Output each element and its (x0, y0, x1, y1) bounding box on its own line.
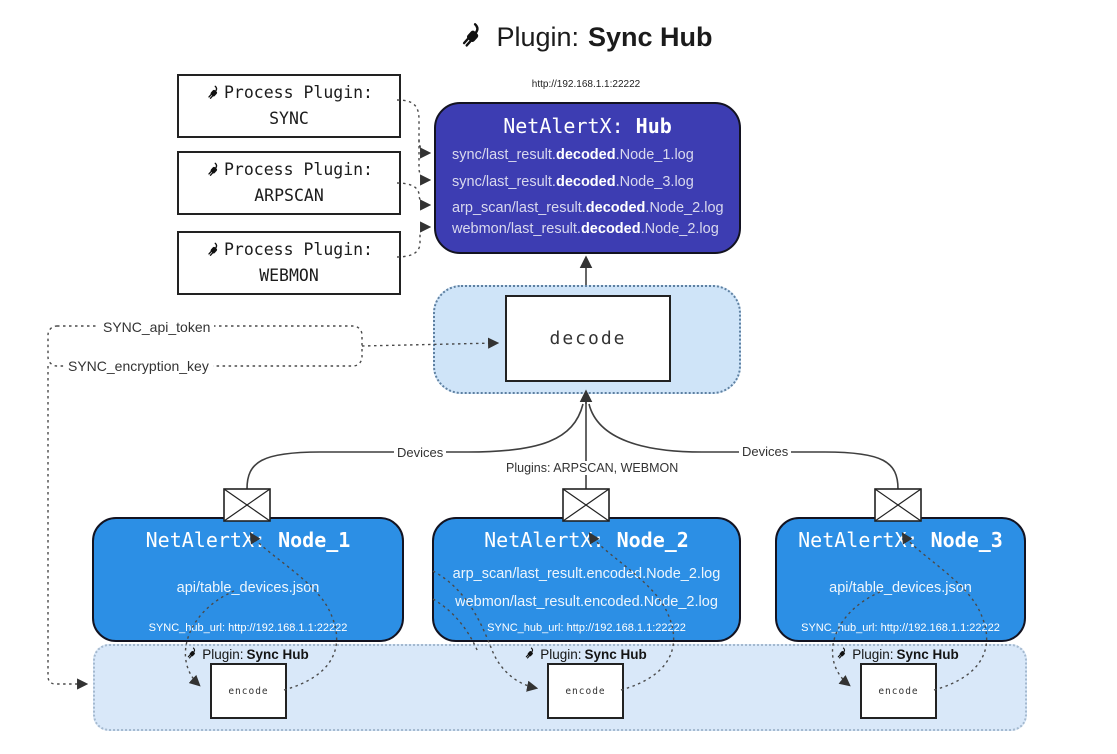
process-plugin-name: WEBMON (259, 266, 319, 285)
node-3-box: NetAlertX: Node_3 api/table_devices.json… (775, 517, 1026, 642)
hub-title-prefix: NetAlertX: (503, 114, 636, 138)
webmon-plugin-wire (396, 221, 432, 258)
hub-url-label: http://192.168.1.1:22222 (531, 79, 641, 90)
sync-api-token-label: SYNC_api_token (99, 319, 215, 335)
hub-title: NetAlertX: Hub (436, 114, 739, 138)
hub-file-line: sync/last_result.decoded.Node_1.log (452, 147, 694, 163)
encode-plugin-label: Plugin: Sync Hub (500, 646, 670, 662)
plug-icon (523, 647, 537, 661)
process-plugin-card-sync: Process Plugin: SYNC (177, 74, 401, 138)
plugins-label: Plugins: ARPSCAN, WEBMON (503, 461, 682, 475)
sync-plugin-wire-1 (396, 99, 432, 159)
node-1-box: NetAlertX: Node_1 api/table_devices.json… (92, 517, 404, 642)
node-hub-url: SYNC_hub_url: http://192.168.1.1:22222 (487, 622, 686, 634)
process-plugin-label: Process Plugin: (223, 83, 373, 103)
encode-box-1: encode (210, 663, 287, 719)
plug-icon (205, 242, 222, 259)
node-title: NetAlertX: Node_2 (484, 528, 689, 552)
process-plugin-name: ARPSCAN (254, 186, 324, 205)
hub-file-line: sync/last_result.decoded.Node_3.log (452, 174, 694, 190)
process-plugin-name: SYNC (269, 109, 309, 128)
node-hub-url: SYNC_hub_url: http://192.168.1.1:22222 (801, 622, 1000, 634)
page-title: Plugin: Sync Hub (330, 16, 840, 58)
process-plugin-card-arpscan: Process Plugin: ARPSCAN (177, 151, 401, 215)
encode-box-2: encode (547, 663, 624, 719)
node-files: api/table_devices.json (100, 561, 396, 614)
process-plugin-label: Process Plugin: (223, 160, 373, 180)
decode-box: decode (505, 295, 671, 382)
process-plugin-card-webmon: Process Plugin: WEBMON (177, 231, 401, 295)
encode-plugin-label: Plugin: Sync Hub (162, 646, 332, 662)
devices-label-left: Devices (394, 445, 447, 460)
hub-title-bold: Hub (635, 114, 672, 138)
plug-icon (835, 647, 849, 661)
devices-label-right: Devices (739, 444, 792, 459)
plug-icon (185, 647, 199, 661)
sync-encryption-key-label: SYNC_encryption_key (64, 358, 213, 374)
node-files: arp_scan/last_result.encoded.Node_2.log … (440, 561, 733, 614)
process-plugin-label: Process Plugin: (223, 240, 373, 260)
node-file-line: webmon/last_result.encoded.Node_2.log (455, 593, 718, 610)
sync-plugin-wire-2 (418, 140, 432, 186)
node-file-line: arp_scan/last_result.encoded.Node_2.log (452, 565, 721, 582)
encode-box-3: encode (860, 663, 937, 719)
node-title: NetAlertX: Node_1 (145, 528, 351, 552)
node-hub-url: SYNC_hub_url: http://192.168.1.1:22222 (148, 622, 348, 634)
encode-plugin-label: Plugin: Sync Hub (812, 646, 982, 662)
plug-icon (205, 85, 222, 102)
node-title: NetAlertX: Node_3 (798, 528, 1003, 552)
hub-box: NetAlertX: Hub sync/last_result.decoded.… (434, 102, 741, 254)
node-file-line: api/table_devices.json (829, 579, 972, 596)
node-file-line: api/table_devices.json (176, 579, 320, 596)
node-2-box: NetAlertX: Node_2 arp_scan/last_result.e… (432, 517, 741, 642)
plug-icon (457, 22, 487, 52)
arpscan-plugin-wire (396, 182, 432, 211)
plug-icon (205, 162, 222, 179)
encryption-key-to-band-wire (47, 366, 89, 690)
node-files: api/table_devices.json (783, 561, 1018, 614)
hub-file-line: arp_scan/last_result.decoded.Node_2.log (452, 200, 724, 216)
title-bold: Sync Hub (588, 21, 713, 52)
hub-file-line: webmon/last_result.decoded.Node_2.log (452, 221, 719, 237)
title-prefix: Plugin: (496, 21, 580, 52)
